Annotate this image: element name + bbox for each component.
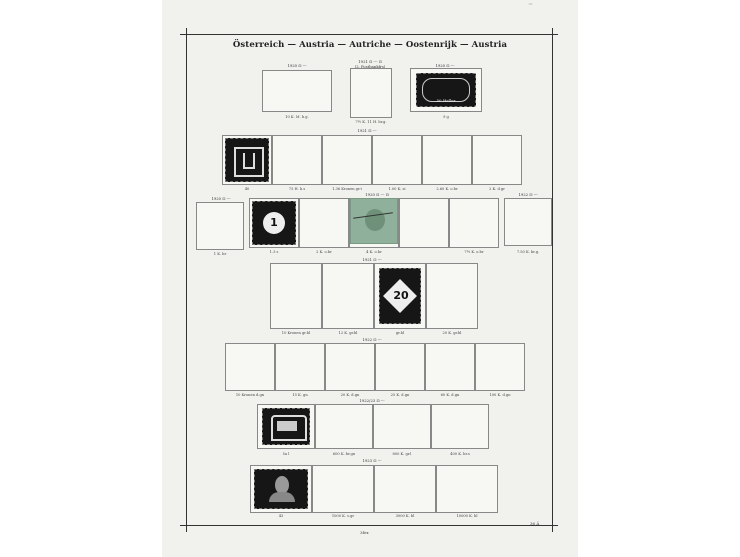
stamp-box	[399, 198, 449, 248]
stamp-caption: 20 K. d.gn	[340, 393, 360, 397]
year-label: 1922/23 ⊡ ---	[359, 398, 385, 403]
stamp-box	[272, 135, 322, 185]
stamp-caption: gr.bl	[395, 331, 405, 335]
stamp-caption: 10 Kronen d.gn	[235, 393, 265, 397]
stamp-caption: 2 K. o.br	[316, 250, 332, 254]
stamp-box	[431, 404, 489, 449]
stamp-box	[449, 198, 499, 248]
stamp-caption: 43	[278, 514, 284, 518]
stamp-box	[322, 135, 372, 185]
stamp-caption: 7½ K. 11 H. br.g.	[355, 120, 387, 124]
stamp-caption: 7.50 K. br.g.	[516, 250, 540, 254]
ornate-stamp: 50 Heller	[416, 73, 476, 107]
stamp-caption: 75 H. h.s	[288, 187, 306, 191]
stamp-box	[374, 465, 436, 513]
stamp-caption: 400 K. br.s	[450, 452, 470, 456]
stamp-box	[196, 202, 244, 250]
stamp-inscription: 50 Heller	[436, 98, 456, 103]
stamp-box	[425, 343, 475, 391]
stamp-box	[312, 465, 374, 513]
frame-bottom	[180, 525, 558, 526]
frame-top	[180, 34, 558, 35]
stamp-box	[372, 135, 422, 185]
stamp-box	[275, 343, 325, 391]
stamp-caption: 4 K. o.br	[366, 250, 382, 254]
stamp-caption: 1.3 s	[269, 250, 279, 254]
stamp-numeral: 20	[393, 289, 409, 302]
stamp-caption: 2.60 K. o.br	[436, 187, 458, 191]
stamp-box	[375, 343, 425, 391]
stamp-caption: 40	[244, 187, 250, 191]
stamp-caption: 12 K. gr.bl	[338, 331, 358, 335]
stamp-box	[373, 404, 431, 449]
stamp-caption: 7½ K. o.br	[464, 250, 484, 254]
stamp-numeral: 1	[263, 212, 285, 234]
stamp-caption: 800 K. gr.l	[392, 452, 412, 456]
stamp-box	[504, 198, 552, 246]
stamp-caption: 5a l	[282, 452, 290, 456]
year-label: 1922 ⊡ ---	[518, 192, 538, 197]
stamp-caption: 1000 K. s.gr	[331, 514, 355, 518]
stamp-box	[475, 343, 525, 391]
portrait-stamp	[254, 469, 308, 509]
stamp-caption: 60 K. d.gn	[440, 393, 460, 397]
frame-right	[552, 28, 553, 532]
footer-center: 3fex	[360, 530, 369, 535]
stamp-box	[262, 70, 332, 112]
stamp-caption: 1 K. br	[213, 252, 227, 256]
stamp-box	[350, 68, 392, 118]
stamp-box	[270, 263, 322, 329]
year-label: 1921 ⊡ ---	[362, 257, 382, 262]
stamp-caption: 20 K. gr.bl	[442, 331, 462, 335]
year-label: 1920 ⊡ ---	[287, 63, 307, 68]
corner-mark-icon: ≈	[528, 1, 534, 8]
stamp-caption: 3000 K. bl	[395, 514, 415, 518]
stamp-box	[315, 404, 373, 449]
green-used-stamp	[350, 198, 398, 244]
stamp-caption: 1.36 Kronen gr.t	[332, 187, 362, 191]
stamp-caption: 15 K. gn	[292, 393, 308, 397]
stamp-box	[299, 198, 349, 248]
stamp-caption: 10000 K. bl	[456, 514, 478, 518]
stamp-caption: 10 K. M. b.g.	[285, 115, 309, 119]
stamp-caption: 10 Kronen gr.bl	[281, 331, 311, 335]
year-label: 1921 ⊡ --- ⊡ (2. Postbankfrs)	[354, 59, 386, 69]
stamp-box	[436, 465, 498, 513]
stamp-caption: 2 K. d.gr	[489, 187, 505, 191]
stamp-box	[225, 343, 275, 391]
ornate-stamp	[225, 138, 269, 182]
stamp-caption: 1.00 K. si	[388, 187, 406, 191]
year-label: 1920 ⊡ ---	[435, 63, 455, 68]
numeral-stamp: 20	[379, 268, 421, 324]
numeral-stamp: 1	[252, 201, 296, 245]
album-page: ≈ Österreich — Austria — Autriche — Oost…	[162, 0, 578, 557]
year-label: 1921 ⊡ ---	[357, 128, 377, 133]
year-label: 1920 ⊡ --- ⊡	[365, 192, 389, 197]
stamp-box	[325, 343, 375, 391]
stamp-box	[426, 263, 478, 329]
stamp-caption: 9 g	[443, 115, 449, 119]
stamp-caption: 25 K. d.gn	[390, 393, 410, 397]
footer-right: 36 Ä	[530, 521, 540, 526]
stamp-caption: 600 K. br.gn	[332, 452, 356, 456]
page-title: Österreich — Austria — Autriche — Oosten…	[232, 40, 508, 50]
year-label: 1923 ⊡ ---	[362, 458, 382, 463]
stamp-caption: 100 K. d.gn	[489, 393, 511, 397]
year-label: 1920 ⊡ ---	[211, 196, 231, 201]
stamp-box	[472, 135, 522, 185]
frame-left	[186, 28, 187, 532]
ornate-stamp	[262, 408, 310, 445]
year-label: 1922 ⊡ ---	[362, 337, 382, 342]
stamp-box	[322, 263, 374, 329]
stamp-box	[422, 135, 472, 185]
